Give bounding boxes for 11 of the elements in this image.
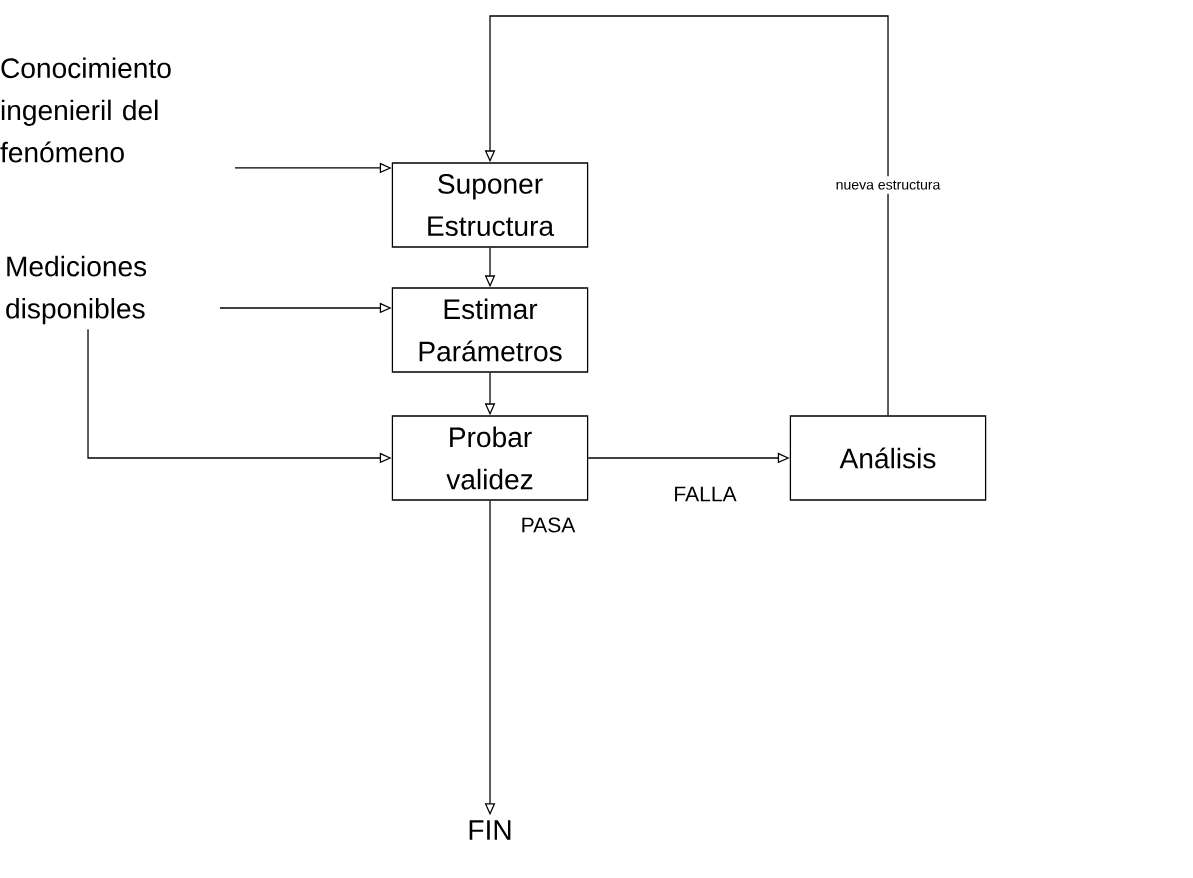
process-box: Estimar Parámetros	[391, 287, 589, 373]
process-box: Análisis	[789, 415, 987, 501]
edge-label: FALLA	[669, 482, 741, 506]
text-label: FIN	[469, 820, 511, 840]
text-label: Mediciones disponibles	[6, 255, 147, 325]
edge-label: PASA	[516, 513, 580, 537]
process-box: Suponer Estructura	[391, 162, 589, 248]
edge-label: nueva estructura	[831, 176, 945, 194]
process-box: Probar validez	[391, 415, 589, 501]
text-label: Conocimiento ingenieril del fenómeno	[0, 57, 171, 163]
arrow	[484, 15, 889, 416]
